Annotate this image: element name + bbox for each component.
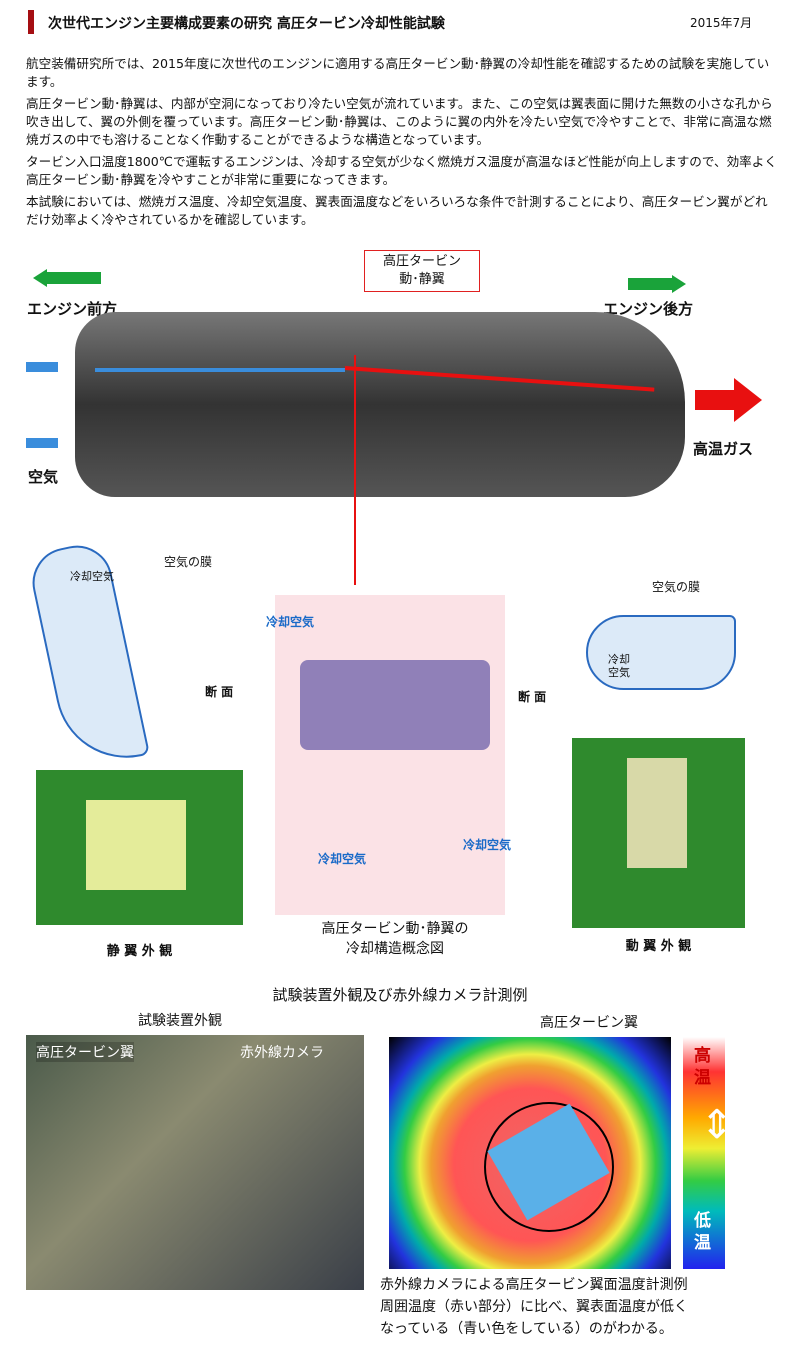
hot-gas-arrow-icon (695, 390, 735, 410)
air-inlet-arrow-icon (26, 362, 58, 372)
cooling-air-top-label: 冷却空気 (266, 615, 315, 629)
blade-air-film-label: 空気の膜 (652, 580, 701, 594)
blade-caption: 動 翼 外 観 (625, 939, 692, 954)
header-accent-bar (28, 10, 34, 34)
cooling-structure-diagram (275, 595, 505, 915)
diagram-caption-2: 冷却構造概念図 (346, 941, 444, 957)
forward-arrowhead-icon (33, 269, 47, 287)
ir-caption: 赤外線カメラによる高圧タービン翼面温度計測例 周囲温度（赤い部分）に比べ、翼表面… (380, 1274, 688, 1340)
temperature-scale (683, 1037, 725, 1269)
ir-caption-line: 周囲温度（赤い部分）に比べ、翼表面温度が低く (380, 1299, 688, 1315)
setup-camera-label: 赤外線カメラ (240, 1045, 324, 1061)
diagram-caption-1: 高圧タービン動･静翼の (321, 921, 469, 937)
air-label: 空気 (28, 468, 59, 486)
ir-blade-label: 高圧タービン翼 (540, 1015, 638, 1031)
turbine-callout: 高圧タービン 動･静翼 (364, 250, 480, 292)
paragraph: タービン入口温度1800℃で運転するエンジンは、冷却する空気が少なく燃焼ガス温度… (26, 154, 777, 187)
paragraph: 航空装備研究所では、2015年度に次世代のエンジンに適用する高圧タービン動･静翼… (26, 56, 770, 89)
setup-blade-label: 高圧タービン翼 (36, 1042, 134, 1062)
engine-front-label: エンジン前方 (27, 300, 118, 318)
rearward-arrow-icon (628, 278, 674, 290)
vane-caption: 静 翼 外 観 (106, 944, 173, 959)
vane-object (86, 800, 186, 890)
vane-air-film-label: 空気の膜 (164, 555, 213, 569)
callout-leader-line (354, 355, 356, 585)
engine-cutaway-image (75, 312, 685, 497)
airflow-arrow (95, 368, 345, 372)
cooling-air-bottom-left-label: 冷却空気 (318, 852, 367, 866)
intro-text: 航空装備研究所では、2015年度に次世代のエンジンに適用する高圧タービン動･静翼… (26, 55, 778, 233)
engine-rear-label: エンジン後方 (603, 300, 694, 318)
paragraph: 本試験においては、燃焼ガス温度、冷却空気温度、翼表面温度などをいろいろな条件で計… (26, 194, 768, 227)
hot-gas-label: 高温ガス (693, 440, 754, 458)
section-title: 試験装置外観及び赤外線カメラ計測例 (272, 986, 528, 1004)
vane-section-label: 断 面 (205, 685, 234, 699)
air-inlet-arrow-icon (26, 438, 58, 448)
blade-circle-marker (484, 1102, 614, 1232)
rearward-arrowhead-icon (672, 275, 686, 293)
ir-caption-line: 赤外線カメラによる高圧タービン翼面温度計測例 (380, 1277, 688, 1293)
scale-high-label: 高温 (694, 1046, 711, 1088)
blade-section-label: 断 面 (518, 690, 547, 704)
up-down-arrow-icon: ⇕ (700, 1102, 734, 1148)
hot-gas-arrowhead-icon (734, 378, 762, 422)
ir-caption-line: なっている（青い色をしている）のがわかる。 (380, 1321, 673, 1337)
scale-low-label: 低温 (694, 1211, 711, 1253)
publication-date: 2015年7月 (690, 16, 753, 30)
vane-cooling-air-label: 冷却空気 (70, 570, 114, 583)
blade-cooling-air-label: 冷却 空気 (608, 653, 630, 679)
paragraph: 高圧タービン動･静翼は、内部が空洞になっており冷たい空気が流れています。また、こ… (26, 96, 773, 147)
infrared-image (389, 1037, 671, 1269)
setup-title: 試験装置外観 (138, 1013, 222, 1029)
vane-photo (36, 770, 243, 925)
airfoil-cross-section (300, 660, 490, 750)
forward-arrow-icon (45, 272, 101, 284)
blade-section-diagram (586, 615, 736, 690)
test-setup-photo (26, 1035, 364, 1290)
blade-object (627, 758, 687, 868)
blade-photo (572, 738, 745, 928)
page-title: 次世代エンジン主要構成要素の研究 高圧タービン冷却性能試験 (48, 16, 445, 32)
cooling-air-bottom-right-label: 冷却空気 (463, 838, 512, 852)
